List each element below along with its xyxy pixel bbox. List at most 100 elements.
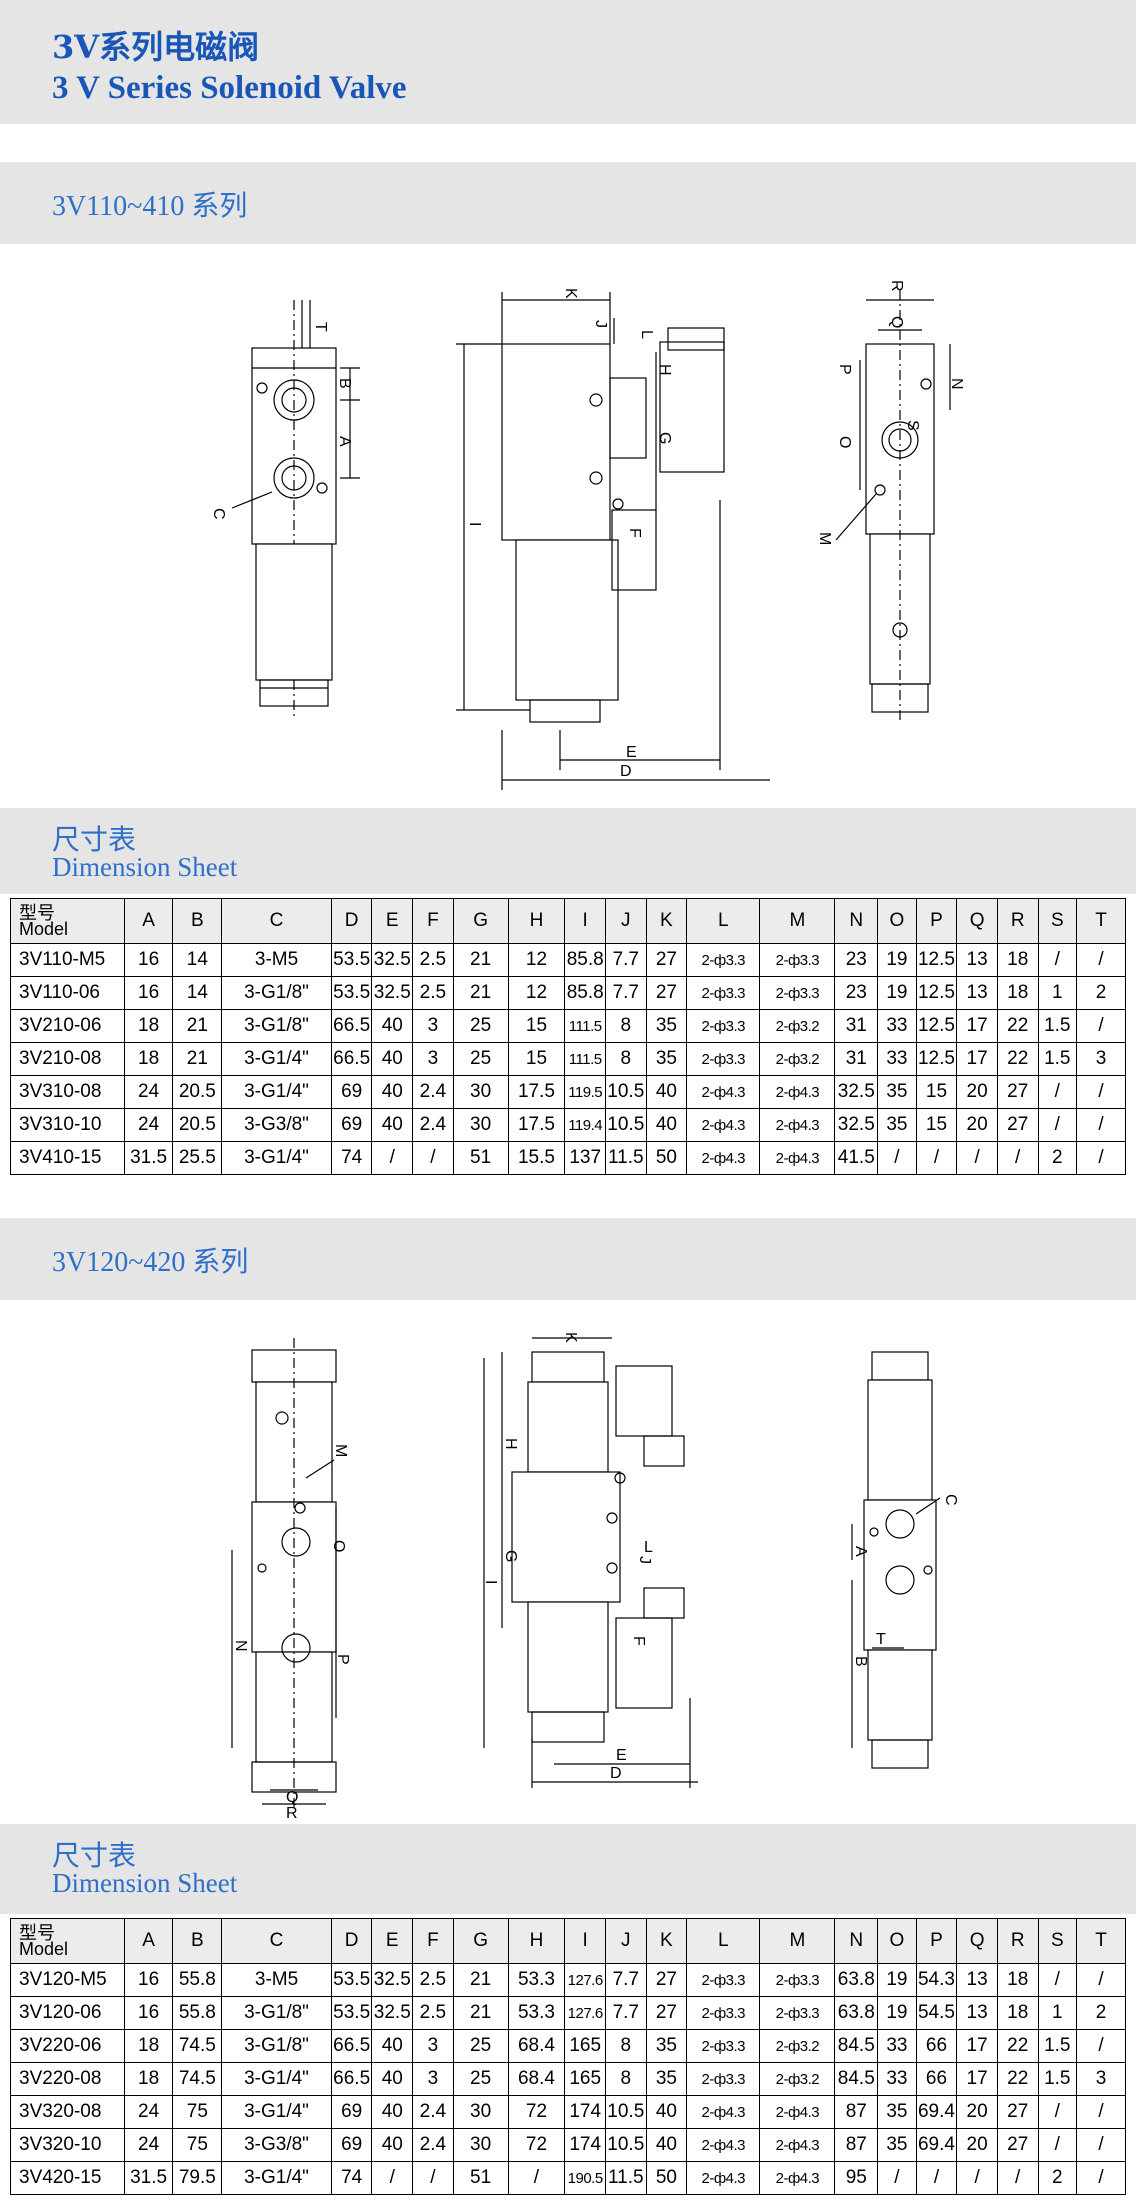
table-cell: 14 <box>172 976 223 1010</box>
table-cell: 40 <box>371 2029 414 2063</box>
table-cell: / <box>915 1141 958 1175</box>
table-cell: 24 <box>123 1108 174 1142</box>
sheet2-band <box>0 1824 1136 1914</box>
table-cell: 2-ф4.3 <box>686 2095 761 2129</box>
table-cell: 2.5 <box>412 976 454 1010</box>
table-cell: 2-ф3.2 <box>759 1042 836 1076</box>
table-cell: 2.4 <box>412 2128 454 2162</box>
table-cell: 137 <box>564 1141 606 1175</box>
table-cell: 41.5 <box>834 1141 879 1175</box>
column-header-j: J <box>604 898 647 944</box>
table-cell: 18 <box>123 1042 174 1076</box>
model-cell: 3V320-08 <box>10 2095 125 2129</box>
table-cell: 12.5 <box>915 1042 958 1076</box>
table-cell: 23 <box>834 976 879 1010</box>
table-cell: 35 <box>877 2095 917 2129</box>
table-cell: 25.5 <box>172 1141 223 1175</box>
table-cell: 10.5 <box>604 2095 647 2129</box>
table-cell: 66.5 <box>330 2062 373 2096</box>
table-cell: / <box>1037 943 1078 977</box>
table-cell: 17 <box>956 2062 998 2096</box>
table-cell: 27 <box>645 976 688 1010</box>
table-cell: 2-ф4.3 <box>686 2128 761 2162</box>
table-cell: 74.5 <box>172 2029 223 2063</box>
table-cell: 74 <box>330 1141 373 1175</box>
table-cell: 21 <box>452 976 509 1010</box>
dim-label-s: S <box>904 420 921 431</box>
dim2-label-j: J <box>636 1556 653 1564</box>
table-cell: 17.5 <box>507 1075 566 1109</box>
table-cell: 3-G1/8" <box>221 2029 332 2063</box>
table-cell: 174 <box>564 2095 606 2129</box>
table-cell: / <box>996 2161 1039 2195</box>
valve-end-view <box>835 290 951 720</box>
valve-front-view <box>231 300 360 720</box>
table-cell: 75 <box>172 2095 223 2129</box>
table-cell: 18 <box>996 1996 1039 2030</box>
dim2-label-r: R <box>286 1805 298 1822</box>
table-cell: / <box>412 1141 454 1175</box>
dim2-label-p: P <box>334 1654 351 1665</box>
table-cell: 30 <box>452 1075 509 1109</box>
table-cell: 2-ф3.3 <box>686 2029 761 2063</box>
table-cell: 2.4 <box>412 1075 454 1109</box>
column-header-p: P <box>915 1918 958 1964</box>
table-cell: 13 <box>956 943 998 977</box>
table-cell: 2-ф4.3 <box>759 1075 836 1109</box>
table-cell: 2 <box>1076 1996 1126 2030</box>
table-cell: 18 <box>123 2029 174 2063</box>
table-cell: 55.8 <box>172 1996 223 2030</box>
table-cell: 16 <box>123 976 174 1010</box>
column-header-k: K <box>645 1918 688 1964</box>
column-header-b: B <box>172 898 223 944</box>
dim-label-n: N <box>948 378 965 390</box>
table-cell: 53.5 <box>330 1963 373 1997</box>
table-cell: 21 <box>172 1042 223 1076</box>
column-header-q: Q <box>956 898 998 944</box>
table-cell: 27 <box>996 1108 1039 1142</box>
model-cell: 3V310-08 <box>10 1075 125 1109</box>
table-cell: 12.5 <box>915 976 958 1010</box>
table-cell: 8 <box>604 2062 647 2096</box>
table-cell: 3 <box>1076 2062 1126 2096</box>
dim2-label-c: C <box>942 1494 959 1506</box>
table-cell: 69 <box>330 2095 373 2129</box>
table-cell: 3-G1/4" <box>221 1075 332 1109</box>
table-cell: 2-ф3.3 <box>759 1996 836 2030</box>
table-cell: 32.5 <box>371 1996 414 2030</box>
table-cell: 2-ф3.3 <box>686 1996 761 2030</box>
table-cell: 27 <box>645 1996 688 2030</box>
table-cell: 7.7 <box>604 976 647 1010</box>
table-cell: 27 <box>645 1963 688 1997</box>
table-cell: 35 <box>877 1108 917 1142</box>
table-cell: 31.5 <box>123 2161 174 2195</box>
dim-label-k: K <box>562 288 579 299</box>
table-cell: 24 <box>123 2095 174 2129</box>
table-cell: 7.7 <box>604 943 647 977</box>
table-cell: 32.5 <box>834 1075 879 1109</box>
model-cell: 3V420-15 <box>10 2161 125 2195</box>
table-cell: 15 <box>915 1108 958 1142</box>
table-cell: 16 <box>123 1996 174 2030</box>
table-cell: 2-ф4.3 <box>686 1075 761 1109</box>
column-header-i: I <box>564 1918 606 1964</box>
dim2-label-e: E <box>616 1747 627 1764</box>
table-cell: 40 <box>645 2128 688 2162</box>
dim-label-b: B <box>336 378 353 389</box>
page-title-en: 3 V Series Solenoid Valve <box>52 70 407 106</box>
dim2-label-q: Q <box>286 1789 298 1806</box>
table-cell: 2-ф3.3 <box>686 1963 761 1997</box>
table-cell: 66 <box>915 2062 958 2096</box>
table-cell: 14 <box>172 943 223 977</box>
table-cell: 2-ф3.3 <box>686 976 761 1010</box>
table-cell: 12.5 <box>915 1009 958 1043</box>
table-cell: 119.5 <box>564 1075 606 1109</box>
